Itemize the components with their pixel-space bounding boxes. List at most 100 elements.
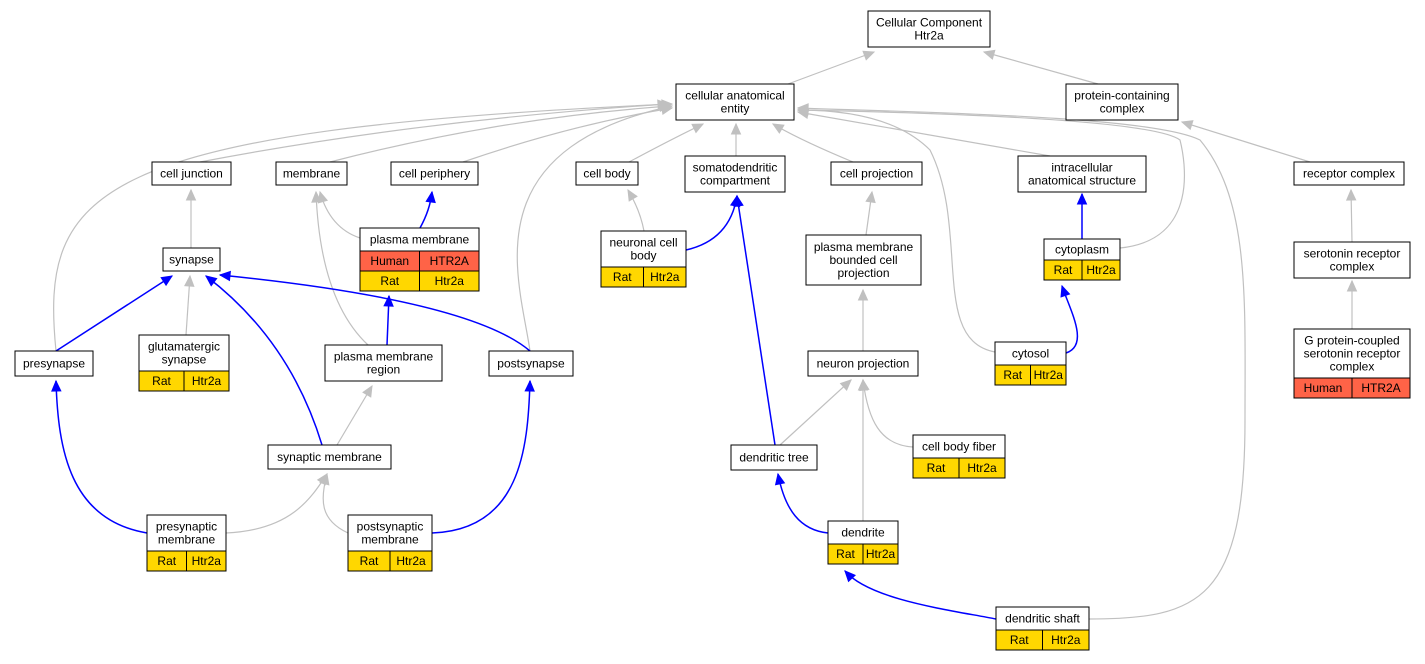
arrowhead [774,472,786,486]
species-label: Rat [1010,633,1029,647]
term-node-postsyn[interactable]: postsynapse [488,350,574,377]
term-box [324,344,443,382]
arrowhead [319,472,330,486]
term-node-sm[interactable]: synaptic membrane [267,444,392,470]
arrowhead [205,275,218,287]
term-label: plasma membrane [814,240,914,254]
edge-src-to-rc [1345,188,1357,243]
term-node-dt[interactable]: dendritic tree [730,444,818,471]
term-label: entity [721,102,750,116]
term-node-cproj[interactable]: cell projection [830,161,923,186]
term-node-cj[interactable]: cell junction [151,161,232,186]
term-node-np[interactable]: neuron projection [807,350,919,377]
edge-sm-to-syn [205,275,323,446]
term-label: dendrite [841,526,885,540]
term-node-presyn[interactable]: presynapse [14,350,94,377]
term-node-rc[interactable]: receptor complex [1293,161,1405,186]
term-label: presynaptic [156,520,217,534]
edge-ncb-to-cb [627,188,645,232]
arrowhead [185,188,197,201]
term-label: plasma membrane [334,350,434,364]
edge-pmr-to-pm [383,294,394,346]
term-label: serotonin receptor [1304,247,1401,261]
species-label: Rat [836,547,855,561]
arrowhead [865,190,876,204]
term-box [390,161,479,186]
term-label: glutamatergic [148,340,220,354]
edge-ds-to-den [844,570,997,620]
edge-pcc-to-root [982,49,1099,85]
arrowhead [1345,188,1357,201]
term-box [151,161,232,186]
arrowhead [1060,284,1071,298]
gene-cell [419,270,480,292]
term-label: receptor complex [1303,167,1395,181]
term-label: neuron projection [817,357,910,371]
gene-cell [1081,259,1121,281]
term-label: membrane [361,533,419,547]
term-label: cell projection [840,167,913,181]
gene-cell [1351,377,1411,399]
arrowhead [1346,279,1358,292]
term-label: intracellular [1051,161,1112,175]
edge-cytosol-to-cyto [1060,284,1079,354]
arrowhead [857,378,869,391]
term-node-syn[interactable]: synapse [162,247,221,272]
gene-label: Htr2a [192,554,222,568]
edge-cproj-to-cae [771,123,854,163]
term-box [805,234,922,286]
edge-presyn-to-syn [55,275,174,352]
term-node-cb[interactable]: cell body [575,161,639,186]
arrowhead [862,50,876,61]
term-label: dendritic tree [739,451,809,465]
edge-dt-to-sdc [733,194,776,446]
gene-cell [1042,629,1090,651]
arrowhead [796,104,809,116]
species-label: Rat [152,374,171,388]
term-label: dendritic shaft [1005,612,1080,626]
species-label: Human [370,254,409,268]
term-label: cellular anatomical [685,89,784,103]
term-box [275,161,348,186]
species-label: Rat [360,554,379,568]
species-label: Rat [157,554,176,568]
term-label: cell periphery [399,167,470,181]
term-label: region [367,363,400,377]
edge-sdc-to-cae [730,122,742,156]
term-box [14,350,94,377]
species-label: Rat [613,270,632,284]
term-node-mem[interactable]: membrane [275,161,348,186]
term-label: neuronal cell [609,236,677,250]
gene-label: Htr2a [650,270,680,284]
gene-label: Htr2a [396,554,426,568]
arrowhead [857,288,869,301]
term-label: complex [1330,360,1375,374]
term-label: protein-containing [1074,89,1169,103]
term-box [675,83,795,121]
edge-ncb-to-sdc [685,194,741,251]
term-node-cp[interactable]: cell periphery [390,161,479,186]
arrowhead [1180,120,1194,131]
gene-label: Htr2a [192,374,222,388]
term-label: projection [837,266,889,280]
